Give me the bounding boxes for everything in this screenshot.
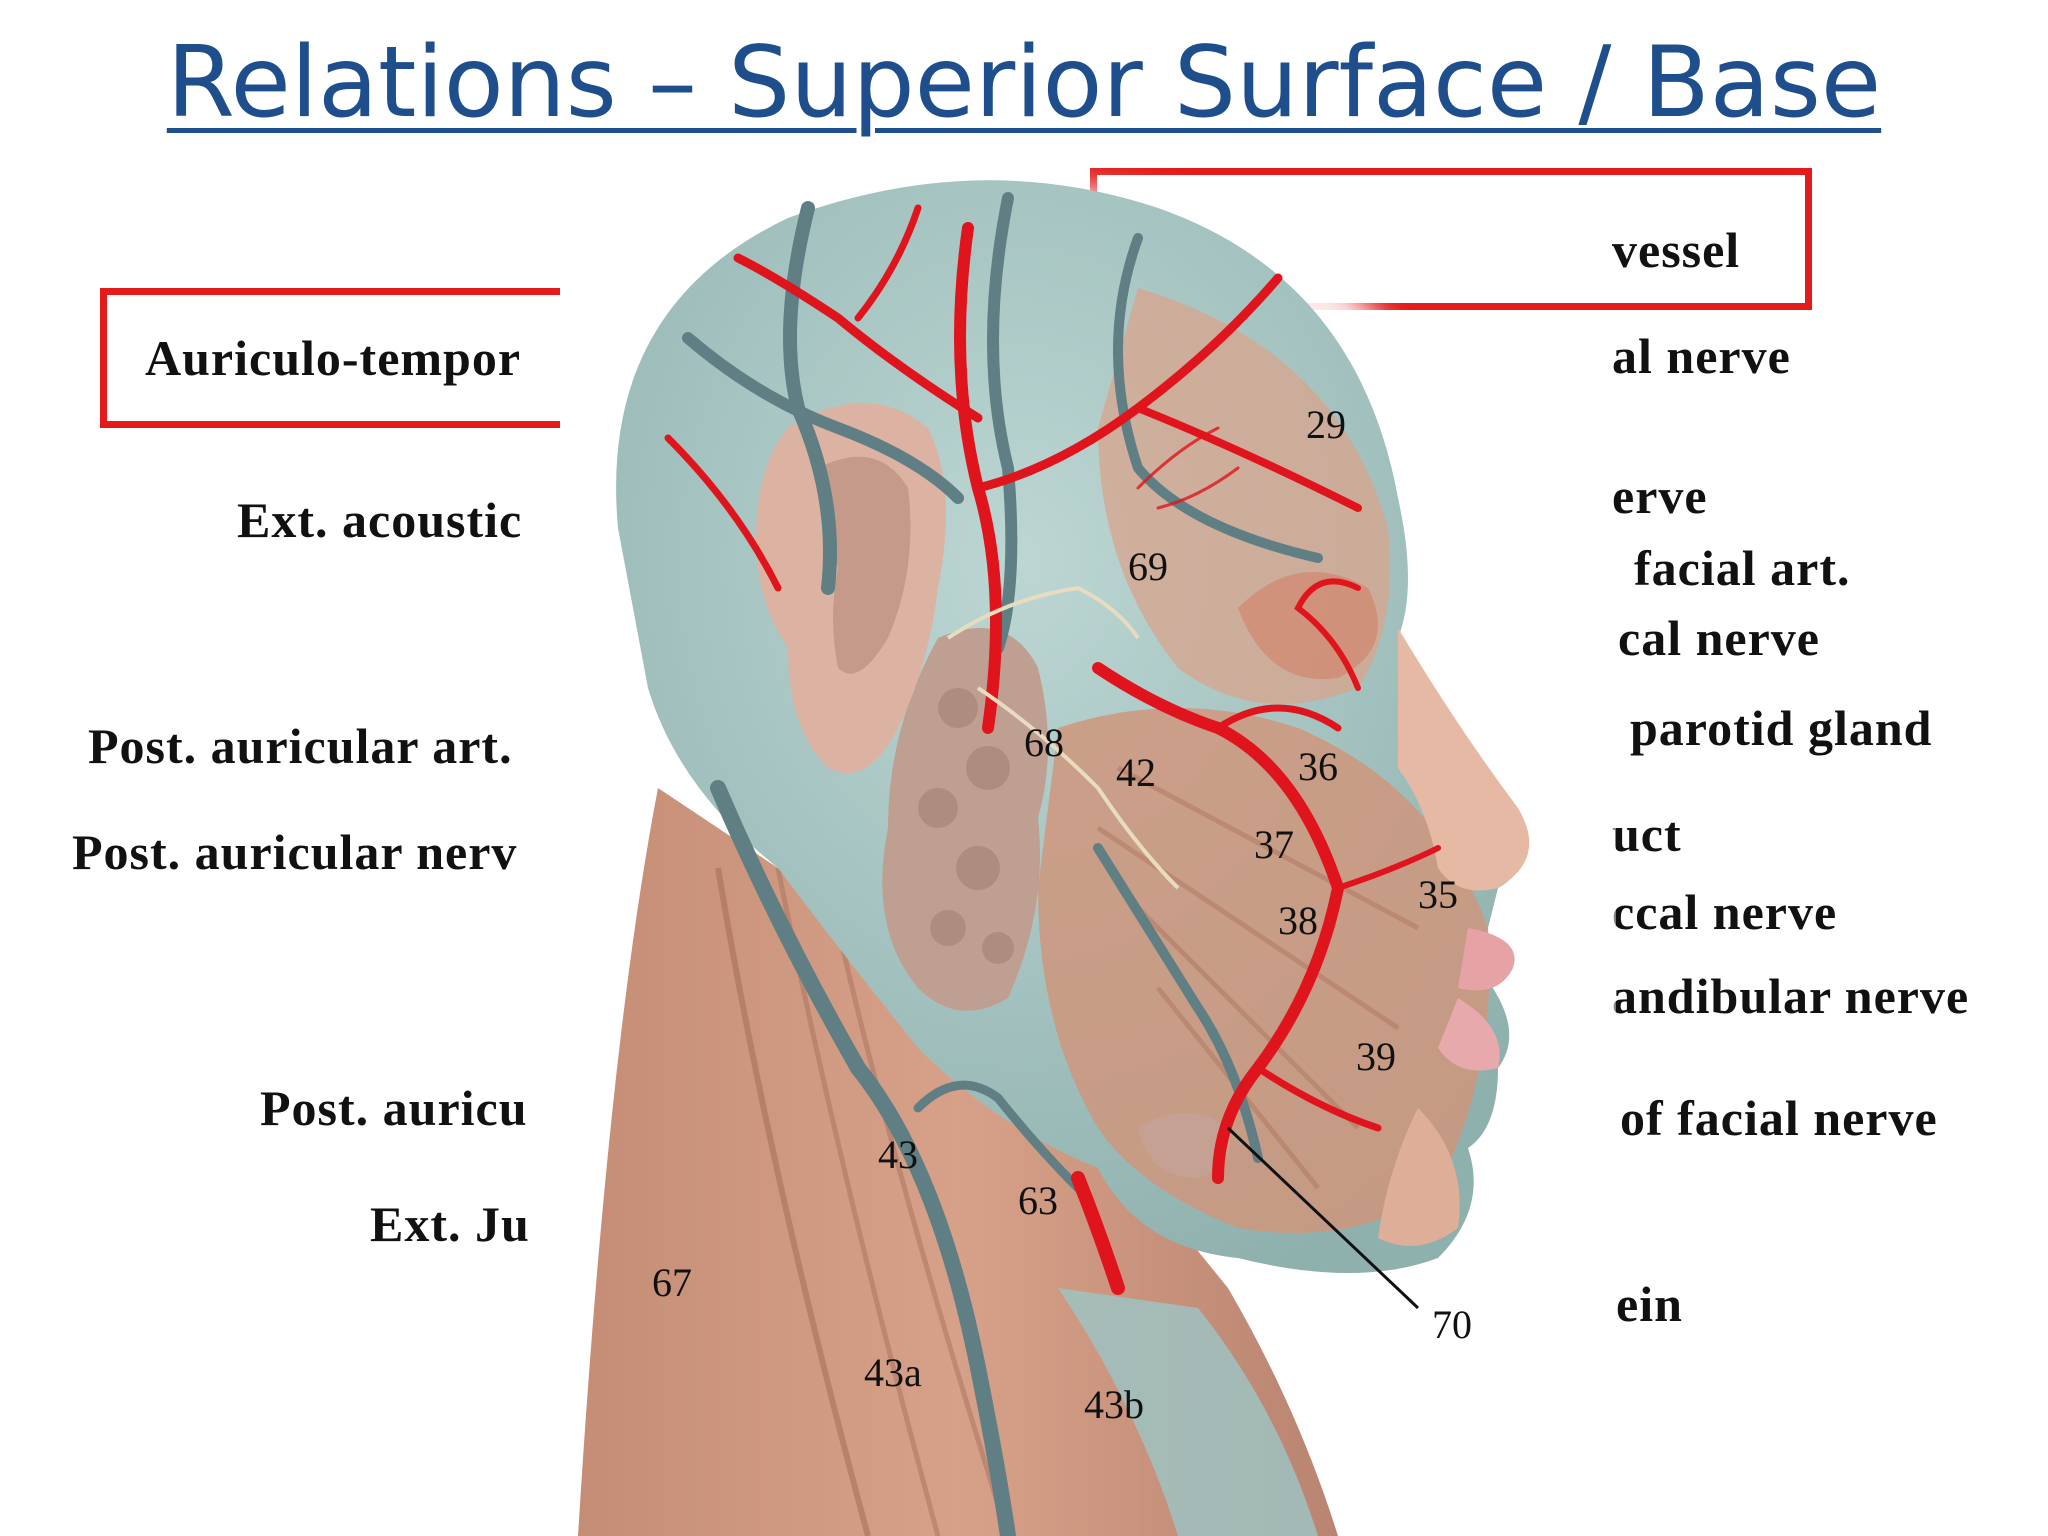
label-andibular-nerve: andibular nerve	[1612, 968, 1970, 1024]
label-erve: erve	[1612, 468, 1708, 524]
figure-number-29: 29	[1306, 402, 1346, 447]
figure-number-35: 35	[1418, 872, 1458, 917]
parotid-gland	[882, 628, 1048, 1011]
figure-number-37: 37	[1254, 822, 1294, 867]
label-cal-nerve: cal nerve	[1618, 610, 1820, 666]
label-post-auricular-art: Post. auricular art.	[88, 718, 513, 774]
label-ein: ein	[1616, 1276, 1683, 1332]
ear	[756, 403, 946, 773]
facial-nerve-branches	[946, 585, 1180, 890]
figure-number-39: 39	[1356, 1034, 1396, 1079]
label-of-facial-nerve: of facial nerve	[1620, 1090, 1938, 1146]
anatomical-head-model: 29 69 68 42 36 37 38 35 39 43 63 67 70 4…	[578, 180, 1616, 1536]
figure-number-38: 38	[1278, 898, 1318, 943]
slide-title: Relations – Superior Surface / Base	[166, 26, 1882, 140]
label-auriculotemporal: Auriculo-tempor	[145, 330, 522, 386]
figure-number-42: 42	[1116, 750, 1156, 795]
figure-number-70: 70	[1432, 1302, 1472, 1347]
label-vessel: vessel	[1612, 222, 1741, 278]
label-post-auricular-nerve: Post. auricular nerv	[72, 824, 518, 880]
label-facial-art: facial art.	[1634, 540, 1851, 596]
veins	[682, 192, 1323, 1536]
submandibular-gland	[1138, 1113, 1230, 1178]
figure-number-69: 69	[1128, 544, 1168, 589]
label-post-auricu: Post. auricu	[260, 1080, 528, 1136]
label-uct: uct	[1612, 806, 1682, 862]
figure-number-68: 68	[1024, 720, 1064, 765]
highlight-box-auriculotemporal	[100, 288, 560, 428]
label-ext-ju: Ext. Ju	[370, 1196, 530, 1252]
label-ext-acoustic: Ext. acoustic	[237, 492, 523, 548]
label-parotid-gland: parotid gland	[1630, 700, 1933, 756]
arteries	[664, 204, 1441, 1295]
figure-number-36: 36	[1298, 744, 1338, 789]
neck-muscles	[578, 788, 1338, 1536]
face-skin	[1378, 628, 1530, 1246]
label-ccal-nerve: ccal nerve	[1612, 884, 1838, 940]
label-al-nerve: al nerve	[1612, 328, 1791, 384]
figure-number-43a: 43a	[864, 1350, 922, 1395]
leader-line-70	[1226, 1126, 1420, 1310]
figure-number-63: 63	[1018, 1178, 1058, 1223]
figure-number-43b: 43b	[1084, 1382, 1144, 1427]
figure-number-43: 43	[878, 1132, 918, 1177]
figure-number-67: 67	[652, 1260, 692, 1305]
facial-muscles	[1038, 288, 1490, 1233]
